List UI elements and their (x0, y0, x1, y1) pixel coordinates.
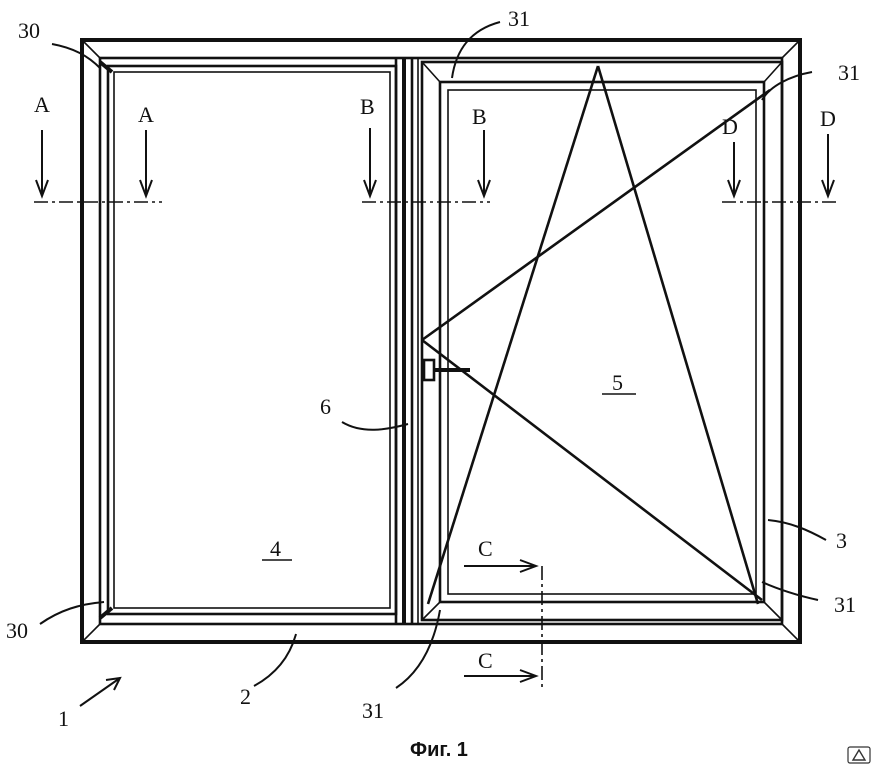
sash-inner (438, 80, 766, 604)
label-31-top-middle: 31 (508, 6, 530, 31)
outer-frame (80, 38, 802, 644)
fixed-pane-corner-bl (98, 606, 114, 620)
sash-miter-tl (421, 61, 441, 83)
tilt-line-left (426, 65, 600, 605)
fixed-pane-bead (113, 71, 391, 609)
label-5: 5 (612, 370, 623, 395)
section-c-bottom: C (478, 648, 493, 673)
label-31-bottom-middle: 31 (362, 698, 384, 723)
frame-miter-br (781, 623, 801, 643)
frame-miter-bl (81, 623, 101, 643)
section-b-right: B (472, 104, 487, 129)
section-d-right: D (820, 106, 836, 131)
section-arrows-horizontal (464, 559, 539, 683)
section-c-top: C (478, 536, 493, 561)
section-a-left: A (34, 92, 50, 117)
sash-miter-tr (763, 61, 783, 83)
sash-glass (447, 89, 757, 595)
section-a-right: A (138, 102, 154, 127)
triangle-logo-icon (847, 746, 871, 764)
leader-lines (39, 21, 827, 707)
section-b-left: B (360, 94, 375, 119)
label-30-bottom: 30 (6, 618, 28, 643)
sash-outer (420, 60, 784, 622)
sash-miter-br (763, 601, 783, 621)
section-d-left: D (722, 114, 738, 139)
label-1: 1 (58, 706, 69, 731)
label-31-top-right: 31 (838, 60, 860, 85)
sash-miter-bl (421, 601, 441, 621)
tilt-line-right (596, 65, 760, 605)
label-31-bottom-right: 31 (834, 592, 856, 617)
fixed-pane-glass (106, 64, 398, 616)
label-6: 6 (320, 394, 331, 419)
section-arrows-vertical (35, 128, 835, 199)
label-2: 2 (240, 684, 251, 709)
frame-miter-tr (781, 39, 801, 59)
figure-caption: Фиг. 1 (410, 739, 468, 761)
handle-base (422, 358, 436, 382)
label-3: 3 (836, 528, 847, 553)
frame-miter-tl (81, 39, 101, 59)
turn-line-bottom (421, 338, 763, 602)
label-4: 4 (270, 536, 281, 561)
turn-line-top (421, 88, 771, 342)
label-30-top: 30 (18, 18, 40, 43)
fixed-pane-corner-tl (98, 60, 114, 74)
